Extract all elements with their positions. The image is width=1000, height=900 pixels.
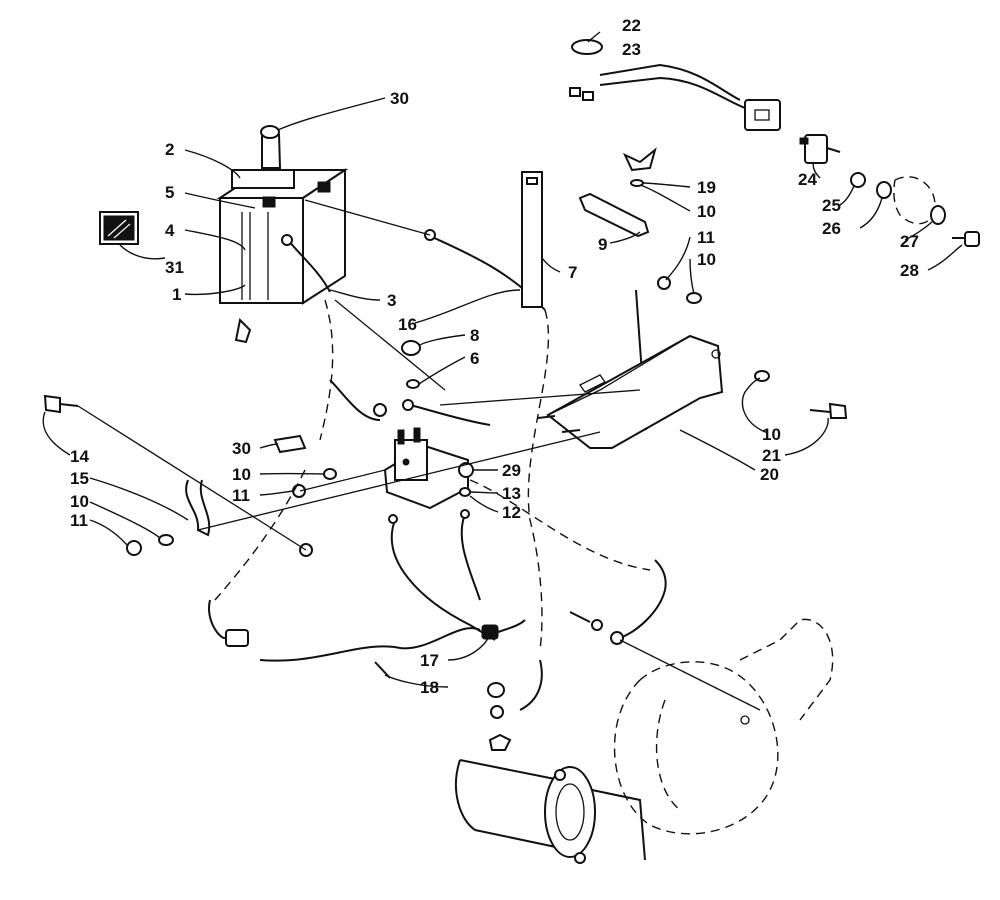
callout-18: 18 xyxy=(420,678,439,697)
callout-25: 25 xyxy=(822,196,841,215)
wing-nut xyxy=(622,147,657,172)
callout-10-left: 10 xyxy=(70,492,89,511)
bolt-21 xyxy=(809,402,848,419)
starter-motor xyxy=(454,733,646,864)
washer-26 xyxy=(876,181,892,199)
callout-10-lower-right: 10 xyxy=(762,425,781,444)
panel-27 xyxy=(893,176,936,225)
callout-6: 6 xyxy=(470,349,479,368)
callout-20: 20 xyxy=(760,465,779,484)
callout-21: 21 xyxy=(762,446,781,465)
leader-lines xyxy=(42,31,963,688)
callout-30-lower: 30 xyxy=(232,439,251,458)
callout-28: 28 xyxy=(900,261,919,280)
starter-bolt xyxy=(569,611,603,631)
wire-clip xyxy=(571,39,603,55)
battery-tray xyxy=(537,334,724,449)
battery-bracket xyxy=(578,192,650,238)
battery-cable-lower xyxy=(329,379,381,421)
knob-28 xyxy=(952,231,980,247)
callout-27: 27 xyxy=(900,232,919,251)
wiring-harness xyxy=(259,627,481,662)
callout-19: 19 xyxy=(697,178,716,197)
wiring-harness-23 xyxy=(569,63,781,131)
callout-10-middle: 10 xyxy=(232,465,251,484)
callout-11-middle: 11 xyxy=(232,486,250,505)
callout-12: 12 xyxy=(502,503,521,522)
callout-11-left: 11 xyxy=(70,511,88,530)
routing-line xyxy=(319,299,334,441)
callout-31: 31 xyxy=(165,258,184,277)
callout-15: 15 xyxy=(70,469,89,488)
callout-10-upper: 10 xyxy=(697,202,716,221)
callout-30-top: 30 xyxy=(390,89,409,108)
callout-14: 14 xyxy=(70,447,89,466)
terminal-boot-top xyxy=(260,125,282,169)
callout-24: 24 xyxy=(798,170,817,189)
starter-solenoid xyxy=(383,427,469,510)
washer-6 xyxy=(406,379,420,389)
solenoid-cable xyxy=(409,404,491,426)
battery-strap-end xyxy=(234,317,252,344)
callout-10-right: 10 xyxy=(697,250,716,269)
callout-2: 2 xyxy=(165,140,174,159)
callout-26: 26 xyxy=(822,219,841,238)
nut-25 xyxy=(850,172,866,188)
callout-13: 13 xyxy=(502,484,521,503)
nut-8 xyxy=(401,340,421,356)
callout-3: 3 xyxy=(387,291,396,310)
callout-7: 7 xyxy=(568,263,577,282)
callout-23: 23 xyxy=(622,40,641,59)
mount-bracket-15 xyxy=(185,479,211,537)
starter-cable-2 xyxy=(519,659,543,711)
callout-22: 22 xyxy=(622,16,641,35)
terminal-boot-lower xyxy=(273,434,307,454)
mount-bolt-14 xyxy=(43,394,79,414)
wire-connector xyxy=(481,619,526,640)
callout-8: 8 xyxy=(470,326,479,345)
starter-cable xyxy=(619,559,667,639)
callout-9: 9 xyxy=(598,235,607,254)
battery-cable-negative xyxy=(287,239,331,293)
callout-4: 4 xyxy=(165,221,175,240)
callout-1: 1 xyxy=(172,285,181,304)
callout-17: 17 xyxy=(420,651,439,670)
callout-16: 16 xyxy=(398,315,417,334)
callout-5: 5 xyxy=(165,183,174,202)
battery-label-decal xyxy=(99,211,139,245)
callout-29: 29 xyxy=(502,461,521,480)
engine-housing xyxy=(613,618,834,835)
ground-cable xyxy=(390,519,496,641)
callout-labels: 22 23 30 2 5 4 31 1 3 16 8 6 19 10 9 11 … xyxy=(70,16,919,697)
battery xyxy=(216,168,349,305)
hold-down-strap xyxy=(521,171,543,308)
callout-11-upper: 11 xyxy=(697,228,715,247)
switch-24 xyxy=(799,134,841,164)
